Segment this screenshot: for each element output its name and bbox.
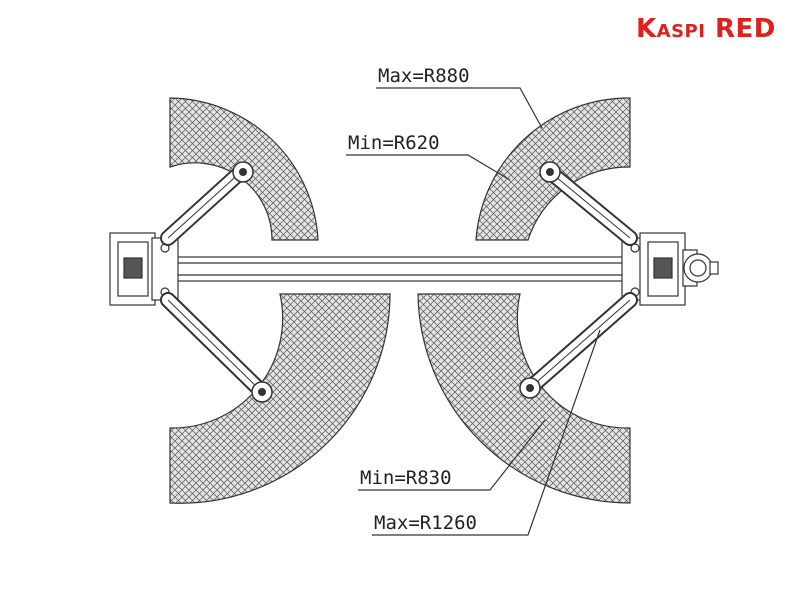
leader-rear-max (372, 329, 601, 536)
label-front-max: Max=R880 (378, 65, 470, 87)
arm-top-right (542, 164, 638, 246)
brand-name: Kaspi (636, 14, 706, 44)
right-post (621, 232, 686, 306)
leader-rear-min (358, 419, 546, 491)
leader-front-max (376, 87, 543, 129)
sweep-area-bottom-right (417, 293, 631, 504)
brand-suffix: RED (715, 14, 776, 44)
lift-pad-bottom-left-center (258, 388, 266, 396)
motor-unit (682, 249, 719, 287)
lift-beam (149, 256, 643, 282)
arm-bottom-left (160, 292, 270, 400)
leader-front-min (346, 154, 511, 181)
lift-pad-bottom-right-center (526, 384, 534, 392)
brand-logo: Kaspi RED (636, 14, 776, 44)
label-rear-max: Max=R1260 (374, 512, 477, 534)
arm-top-left (160, 162, 251, 246)
arm-bottom-right (522, 292, 638, 396)
label-front-min: Min=R620 (348, 132, 440, 154)
lift-pad-top-right-center (546, 168, 554, 176)
sweep-area-bottom-left (169, 293, 391, 504)
label-rear-min: Min=R830 (360, 467, 452, 489)
lift-pad-top-left-center (239, 168, 247, 176)
left-post (109, 232, 179, 306)
